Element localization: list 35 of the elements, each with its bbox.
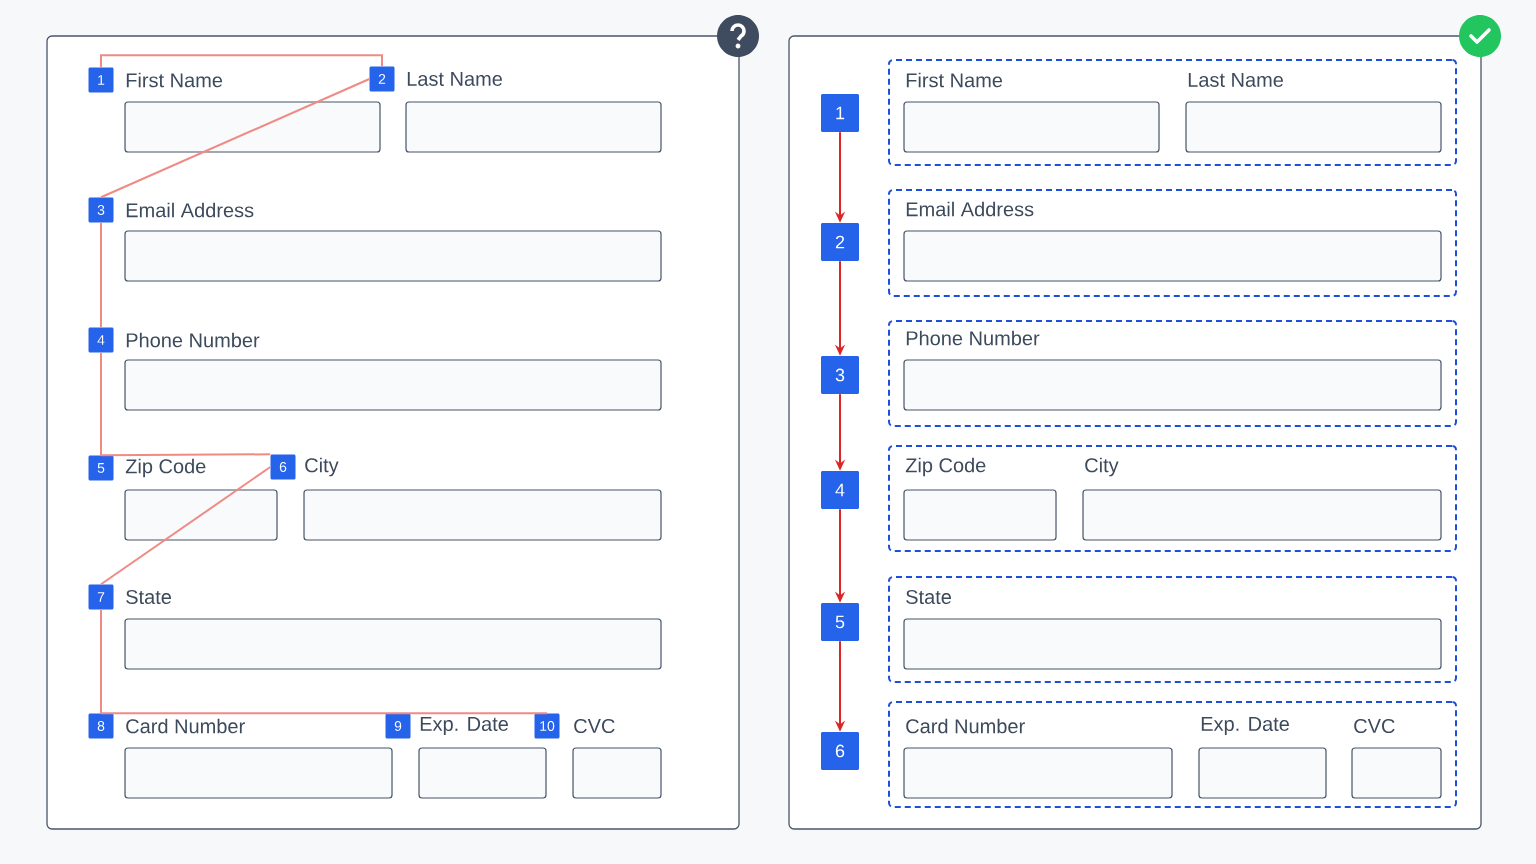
number-badge: 2 [369,66,395,92]
number-badge: 3 [821,356,859,394]
number-badge: 6 [821,732,859,770]
field-label: Phone Number [906,330,1040,346]
field-label: Last Name [1188,73,1283,87]
field-label: Card Number [906,718,1025,734]
connector-line [100,78,371,199]
connector-line [100,712,399,715]
connector-line [100,54,383,69]
number-badge: 4 [88,327,114,353]
connector-line [397,712,548,715]
number-badge: 1 [821,94,859,132]
number-badge: 2 [821,223,859,261]
number-badge: 1 [88,67,114,93]
field-label: Exp. Date [1201,717,1289,735]
connector-line [100,453,272,457]
field-label: Email Address [906,201,1034,217]
field-label: Last Name [405,71,504,87]
number-badge: 5 [821,603,859,641]
field-label: City [303,456,340,478]
number-badge: 4 [821,471,859,509]
field-label: CVC [1354,718,1395,734]
field-label: Exp. Date [418,716,510,736]
field-label: Zip Code [905,457,986,477]
field-label: State [906,589,951,605]
number-badge: 6 [270,454,296,480]
number-badge: 3 [88,197,114,223]
field-label: City [1085,457,1119,477]
connector-line [100,221,102,329]
connector-line [100,608,102,715]
connector-line [100,351,102,457]
field-label: First Name [906,72,1003,88]
field-label: Zip Code [124,457,208,479]
connector-line [100,466,272,586]
number-badge: 7 [88,584,114,610]
